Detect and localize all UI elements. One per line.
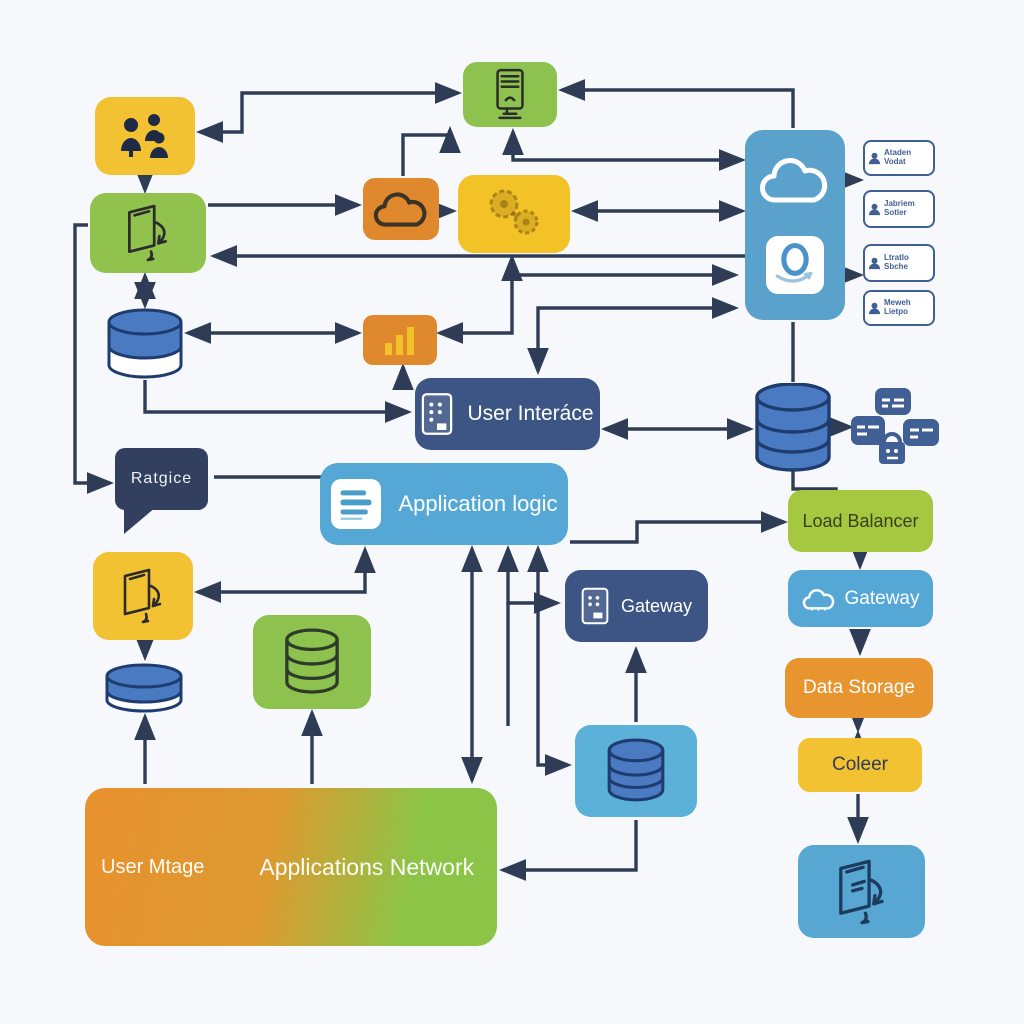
- badge-line2: Sbche: [884, 262, 909, 271]
- message-bubble-label: Ratgice: [130, 470, 193, 487]
- amazon-logo-icon: [766, 236, 824, 294]
- database-outline-icon: [285, 628, 339, 694]
- badge-line2: Lietpo: [884, 307, 908, 316]
- application-logic-node[interactable]: Application logic: [320, 463, 568, 545]
- load-balancer-node[interactable]: Load Balancer: [788, 490, 933, 552]
- tablet-icon: [422, 393, 453, 435]
- server-node[interactable]: [463, 62, 557, 127]
- database-green-node[interactable]: [253, 615, 371, 709]
- coleer-node[interactable]: Coleer: [798, 738, 922, 792]
- data-storage-label: Data Storage: [803, 677, 915, 698]
- message-bubble-node[interactable]: Ratgice: [115, 448, 208, 510]
- cloud-icon: [373, 192, 427, 227]
- users-node[interactable]: [95, 97, 195, 175]
- badge-line2: Sotler: [884, 208, 907, 217]
- cloud-platform-node[interactable]: [745, 130, 845, 320]
- user-interface-node[interactable]: User Interáce: [415, 378, 600, 450]
- cloud-icon: [760, 158, 828, 203]
- gateway-right-node[interactable]: Gateway: [788, 570, 933, 627]
- workflow-sketch-icon: [838, 859, 884, 924]
- badge-line1: Jabriem: [884, 199, 915, 209]
- person-icon: [868, 152, 881, 164]
- gears-node[interactable]: [458, 175, 570, 253]
- database-cylinder-icon[interactable]: [103, 660, 185, 716]
- document-flow-node[interactable]: [798, 845, 925, 938]
- load-balancer-label: Load Balancer: [802, 510, 919, 531]
- user-badge[interactable]: Jabriem Sotler: [863, 190, 935, 228]
- database-cylinder-icon: [607, 738, 665, 802]
- bar-chart-node[interactable]: [363, 315, 437, 365]
- database-center-node[interactable]: [575, 725, 697, 817]
- user-badge[interactable]: Ltratlo Sbche: [863, 244, 935, 282]
- credentials-lock-cluster-icon: [851, 388, 939, 464]
- badge-line1: Ltratlo: [884, 253, 909, 263]
- user-badge[interactable]: Meweh Lietpo: [863, 290, 935, 326]
- arrow-connectors: [73, 79, 871, 881]
- badge-line1: Meweh: [884, 298, 911, 308]
- apps-network-label-left: User Mtage: [101, 855, 205, 878]
- coleer-label: Coleer: [832, 754, 888, 775]
- gears-icon: [489, 189, 539, 235]
- bar-chart-icon: [385, 327, 414, 355]
- application-logic-label: Application logic: [398, 491, 558, 516]
- workflow-sketch-icon: [128, 204, 167, 262]
- workflow-left-node[interactable]: [93, 552, 193, 640]
- users-group-icon: [121, 114, 168, 158]
- message-bubble-tail: [124, 507, 156, 534]
- workflow-sketch-icon: [123, 568, 162, 624]
- list-lines-icon: [330, 479, 381, 529]
- badge-line1: Ataden: [884, 148, 912, 158]
- database-stack-icon[interactable]: [753, 383, 833, 473]
- person-icon: [868, 203, 881, 215]
- user-interface-label: User Interáce: [467, 402, 594, 425]
- apps-network-label-right: Applications Network: [259, 853, 475, 880]
- workflow-top-node[interactable]: [90, 193, 206, 273]
- gateway-center-label: Gateway: [620, 595, 693, 616]
- cloud-icon: [802, 588, 834, 611]
- gateway-center-node[interactable]: Gateway: [565, 570, 708, 642]
- tablet-icon: [581, 587, 609, 625]
- badge-line2: Vodat: [884, 157, 906, 166]
- person-icon: [868, 302, 881, 314]
- gateway-right-label: Gateway: [844, 587, 920, 609]
- database-cylinder-icon[interactable]: [105, 308, 185, 382]
- user-badge[interactable]: Ataden Vodat: [863, 140, 935, 176]
- data-storage-node[interactable]: Data Storage: [785, 658, 933, 718]
- cloud-node[interactable]: [363, 178, 439, 240]
- server-icon: [496, 68, 524, 119]
- person-icon: [868, 257, 881, 269]
- apps-network-node[interactable]: User Mtage Applications Network: [85, 788, 497, 946]
